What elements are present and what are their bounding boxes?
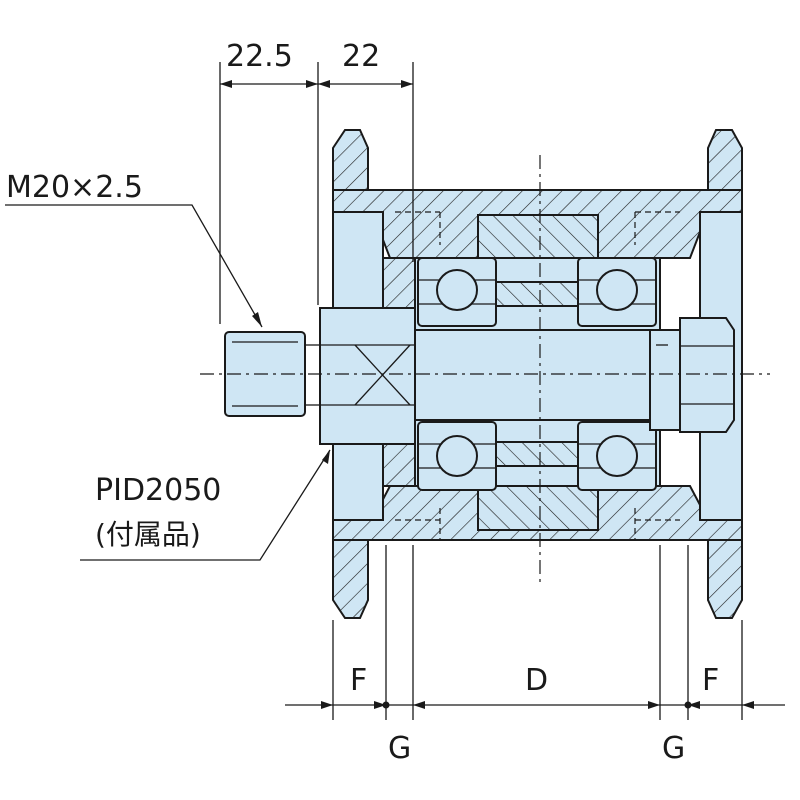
center-lines bbox=[200, 155, 770, 585]
part-note-label: (付属品) bbox=[95, 518, 201, 551]
dimension-lines bbox=[219, 62, 785, 720]
dim-d-label: D bbox=[525, 663, 548, 698]
dim-f-left-label: F bbox=[350, 663, 367, 698]
bearing-top-right bbox=[577, 257, 657, 327]
bearing-bottom-right bbox=[577, 421, 657, 491]
thread-spec-label: M20×2.5 bbox=[6, 170, 143, 205]
bearing-bottom-left bbox=[417, 421, 497, 491]
dim-top-left-label: 22.5 bbox=[226, 39, 293, 74]
leader-lines bbox=[5, 204, 331, 561]
dim-g-left-label: G bbox=[388, 731, 411, 766]
dim-g-right-label: G bbox=[662, 731, 685, 766]
dim-top-right-label: 22 bbox=[342, 39, 380, 74]
bearings bbox=[417, 257, 657, 491]
part-number-label: PID2050 bbox=[95, 473, 221, 508]
hidden-lines bbox=[395, 211, 680, 540]
hex-nut bbox=[649, 317, 735, 433]
dim-f-right-label: F bbox=[702, 663, 719, 698]
bearing-top-left bbox=[417, 257, 497, 327]
